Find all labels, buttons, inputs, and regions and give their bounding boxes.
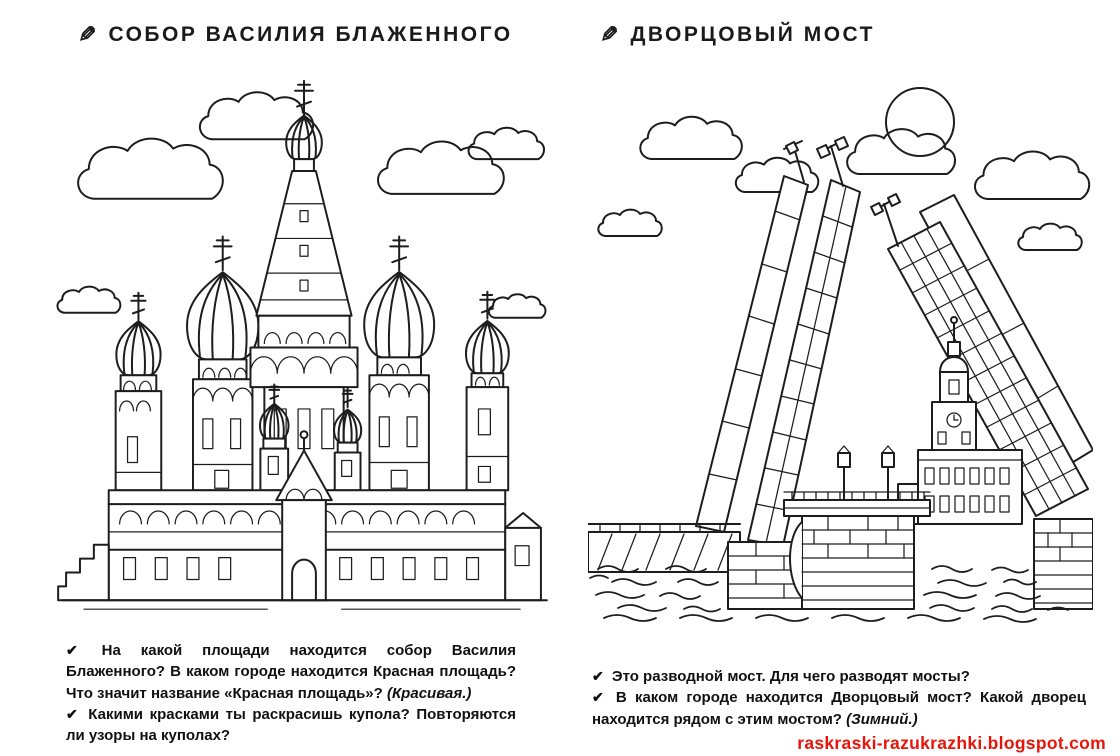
- question-text: На какой площади находится собор Василия…: [66, 642, 516, 702]
- left-title: ✎ СОБОР ВАСИЛИЯ БЛАЖЕННОГО: [78, 22, 513, 48]
- sky: [597, 87, 1091, 251]
- checkmark-icon: ✔: [66, 642, 78, 658]
- right-bridge-leaves: [870, 193, 1093, 517]
- left-questions: ✔ На какой площади находится собор Васил…: [66, 640, 516, 746]
- sun: [885, 87, 955, 157]
- tower-building: [897, 316, 1023, 525]
- palace-bridge-illustration: [588, 87, 1093, 623]
- pencil-icon: ✎: [78, 22, 97, 47]
- pencil-icon: ✎: [600, 22, 619, 47]
- question-text: Это разводной мост. Для чего разводят мо…: [611, 668, 970, 685]
- question-item: ✔ Какими красками ты раскрасишь купола? …: [66, 704, 516, 747]
- question-answer: (Зимний.): [846, 710, 918, 728]
- question-item: ✔ Это разводной мост. Для чего разводят …: [592, 666, 1086, 687]
- left-title-text: СОБОР ВАСИЛИЯ БЛАЖЕННОГО: [108, 23, 513, 46]
- question-text: В каком городе находится Дворцовый мост?…: [592, 689, 1086, 728]
- right-questions: ✔ Это разводной мост. Для чего разводят …: [592, 666, 1086, 730]
- water: [589, 565, 1069, 623]
- right-title-text: ДВОРЦОВЫЙ МОСТ: [630, 23, 876, 46]
- st-basils-cathedral-illustration: [56, 79, 548, 610]
- left-bridge-leaves: [695, 136, 861, 547]
- question-answer: (Красивая.): [386, 684, 472, 702]
- question-item: ✔ В каком городе находится Дворцовый мос…: [592, 687, 1086, 730]
- site-watermark: raskraski-razukrazhki.blogspot.com: [797, 733, 1106, 753]
- checkmark-icon: ✔: [592, 689, 604, 706]
- question-text: Какими красками ты раскрасишь купола? По…: [66, 705, 517, 745]
- cathedral-base: [57, 430, 548, 610]
- right-title: ✎ ДВОРЦОВЫЙ МОСТ: [600, 22, 875, 48]
- checkmark-icon: ✔: [66, 705, 78, 722]
- question-item: ✔ На какой площади находится собор Васил…: [66, 640, 516, 704]
- piers-and-embankment: [588, 445, 1093, 610]
- checkmark-icon: ✔: [592, 668, 604, 684]
- cathedral: [114, 79, 510, 492]
